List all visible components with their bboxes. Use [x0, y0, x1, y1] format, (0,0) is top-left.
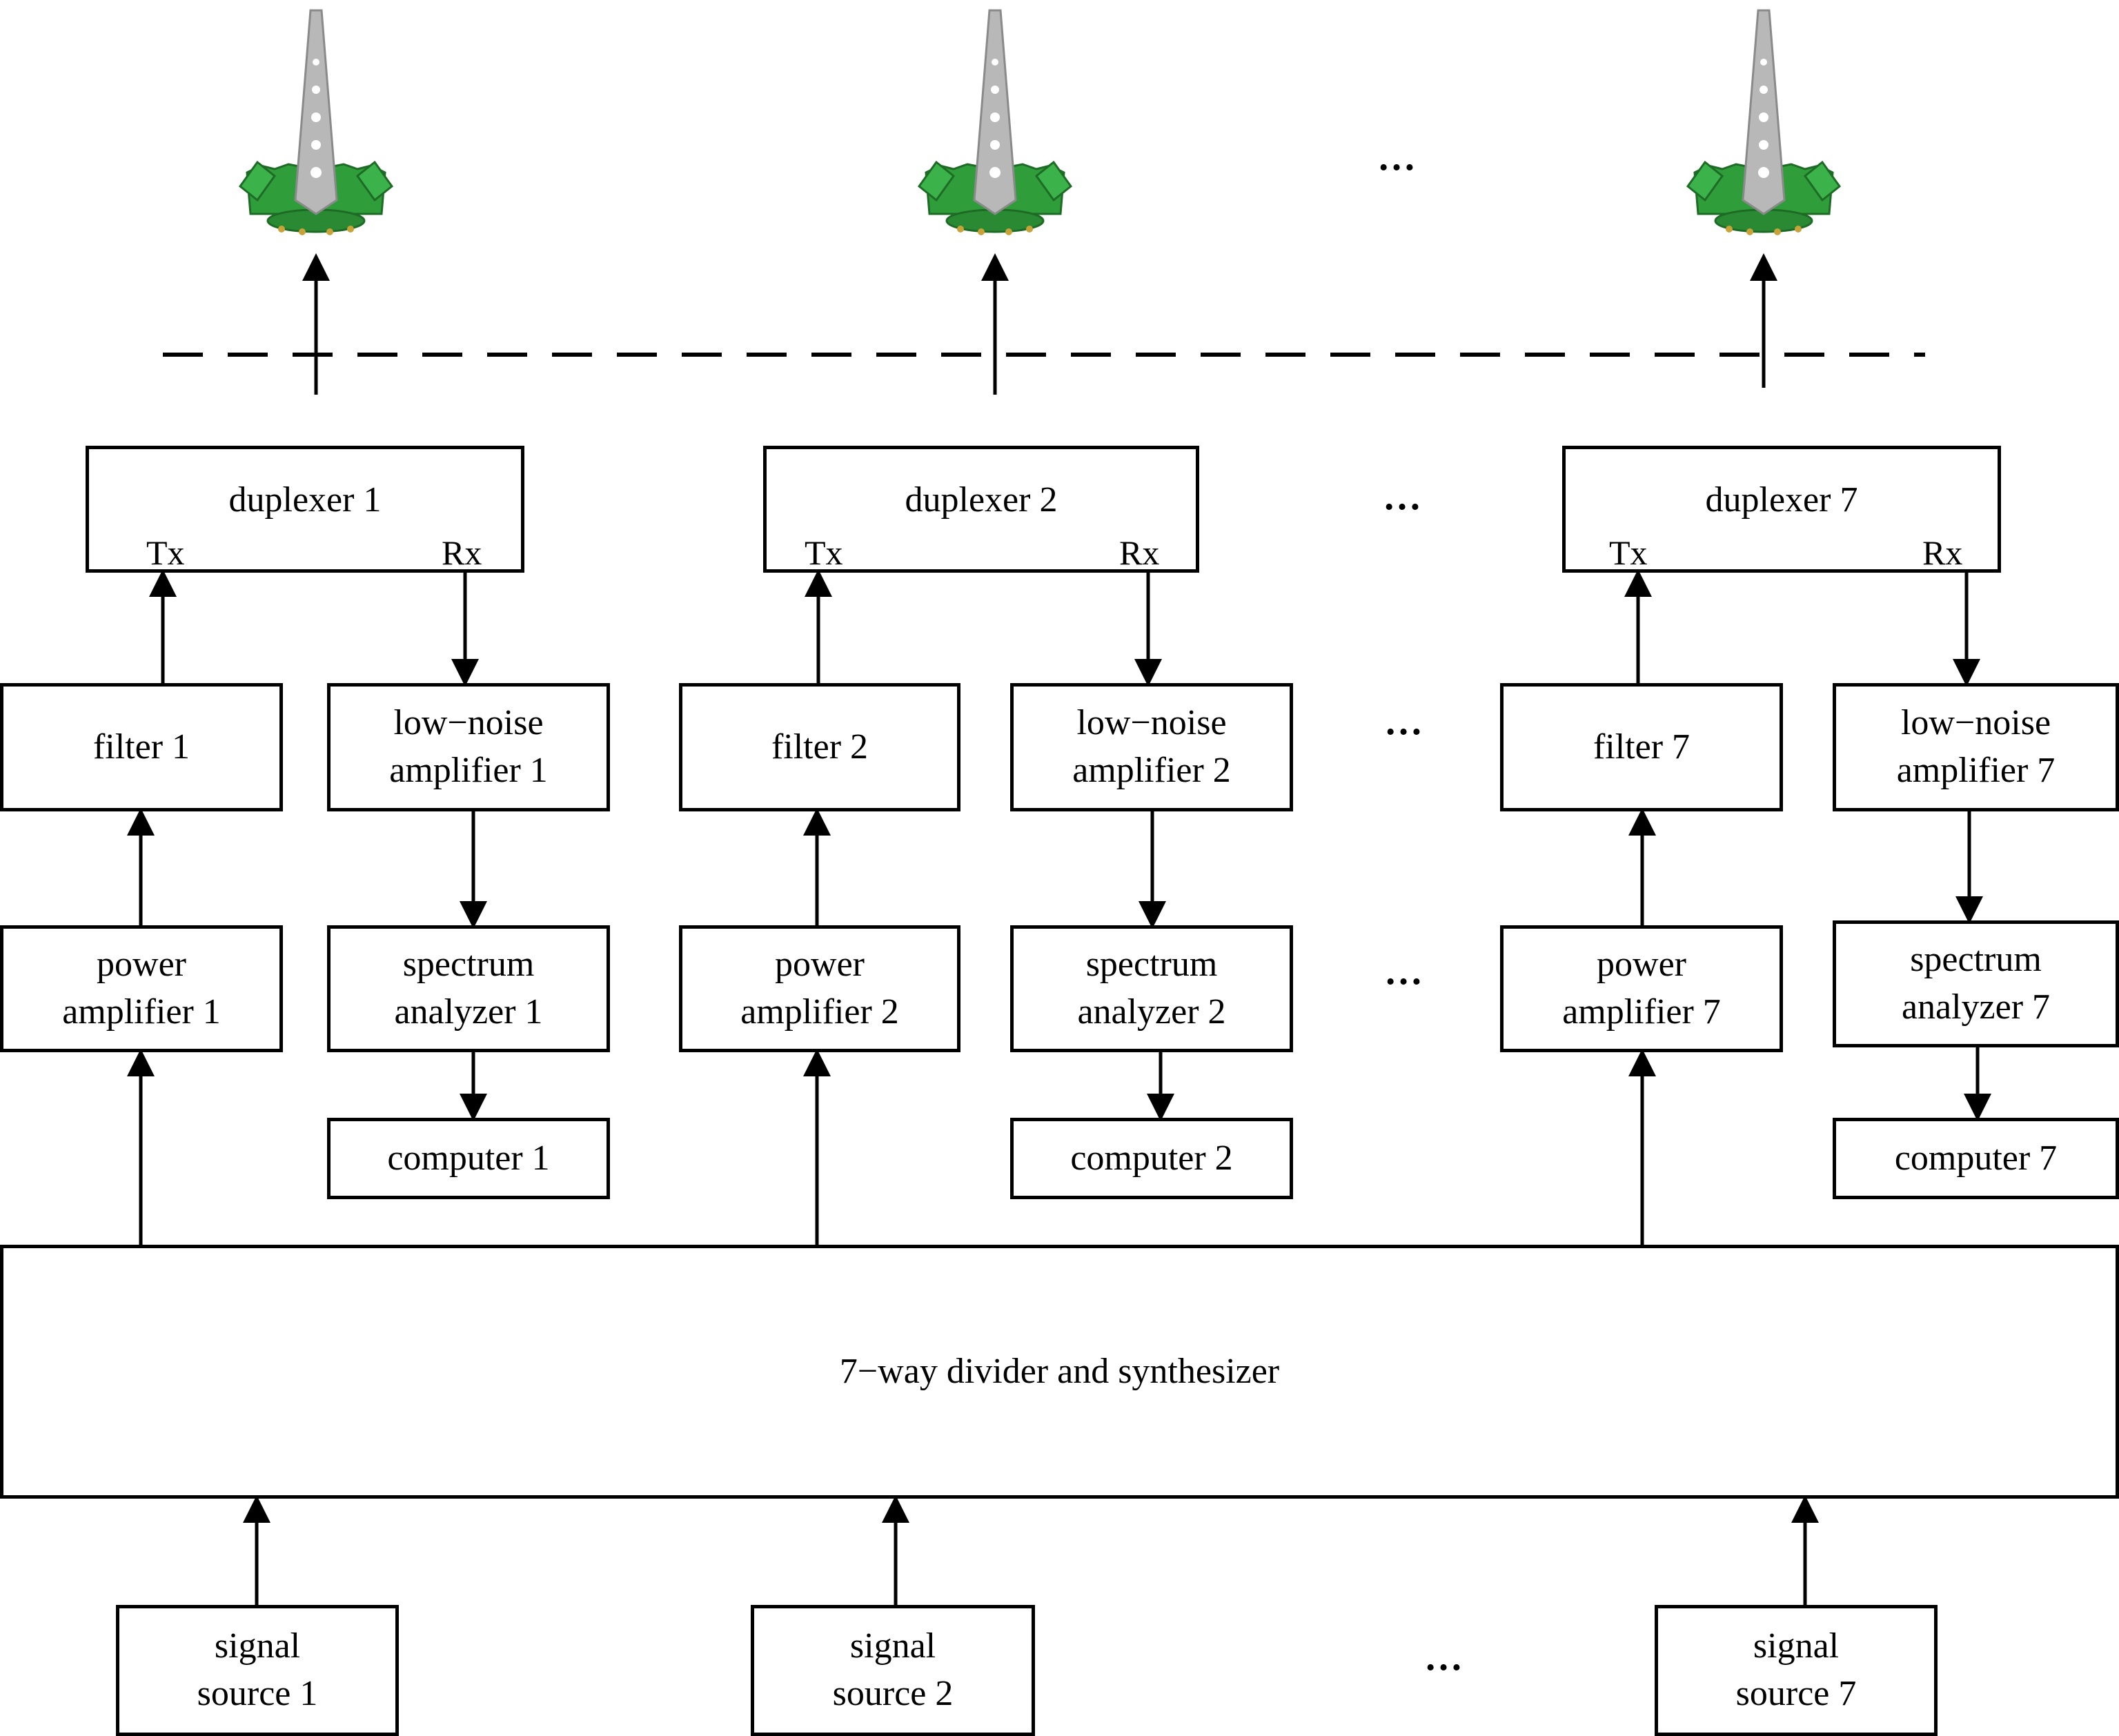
- signal-source-label: signal source 2: [832, 1626, 954, 1713]
- power-amplifier-box: power amplifier 7: [1500, 925, 1783, 1052]
- filter-box: filter 1: [0, 683, 283, 811]
- computer-label: computer 1: [387, 1138, 550, 1178]
- divider-synthesizer-box: 7−way divider and synthesizer: [0, 1245, 2119, 1499]
- low-noise-amplifier-box: low−noise amplifier 1: [327, 683, 610, 811]
- filter-label: filter 2: [771, 727, 869, 767]
- spectrum-analyzer-box: spectrum analyzer 1: [327, 925, 610, 1052]
- filter-box: filter 7: [1500, 683, 1783, 811]
- spectrum-analyzer-label: spectrum analyzer 1: [394, 945, 543, 1032]
- power-amplifier-label: power amplifier 2: [740, 945, 899, 1032]
- duplexer-box: duplexer 7: [1562, 446, 2001, 573]
- computer-box: computer 1: [327, 1118, 610, 1199]
- antenna-icon-spike: [294, 9, 338, 215]
- computer-box: computer 7: [1833, 1118, 2119, 1199]
- signal-source-box: signal source 7: [1655, 1605, 1938, 1736]
- computer-box: computer 2: [1010, 1118, 1293, 1199]
- antenna-icon: [1686, 9, 1842, 235]
- signal-source-label: signal source 7: [1735, 1626, 1857, 1713]
- power-amplifier-label: power amplifier 1: [62, 945, 221, 1032]
- low-noise-amplifier-box: low−noise amplifier 7: [1833, 683, 2119, 811]
- low-noise-amplifier-label: low−noise amplifier 7: [1896, 703, 2056, 790]
- duplexer-label: duplexer 7: [1705, 480, 1858, 520]
- ellipsis: …: [1384, 700, 1423, 743]
- antenna-icon-spike: [1742, 9, 1786, 215]
- computer-label: computer 7: [1894, 1138, 2058, 1178]
- rx-port-label: Rx: [1119, 533, 1160, 572]
- ellipsis: …: [1377, 136, 1416, 179]
- ellipsis: …: [1383, 475, 1421, 518]
- antenna-icon: [917, 9, 1073, 235]
- duplexer-box: duplexer 1: [86, 446, 524, 573]
- signal-source-label: signal source 1: [197, 1626, 318, 1713]
- duplexer-box: duplexer 2: [763, 446, 1199, 573]
- filter-label: filter 7: [1593, 727, 1691, 767]
- filter-label: filter 1: [92, 727, 190, 767]
- power-amplifier-label: power amplifier 7: [1562, 945, 1721, 1032]
- antenna-icon: [238, 9, 394, 235]
- antenna-icon-spike: [973, 9, 1017, 215]
- ellipsis: …: [1384, 950, 1423, 993]
- filter-box: filter 2: [679, 683, 960, 811]
- spectrum-analyzer-box: spectrum analyzer 2: [1010, 925, 1293, 1052]
- low-noise-amplifier-label: low−noise amplifier 2: [1072, 703, 1231, 790]
- tx-port-label: Tx: [1609, 533, 1648, 572]
- signal-source-box: signal source 2: [751, 1605, 1035, 1736]
- duplexer-label: duplexer 1: [228, 480, 382, 520]
- signal-source-box: signal source 1: [116, 1605, 399, 1736]
- spectrum-analyzer-label: spectrum analyzer 7: [1901, 940, 2051, 1027]
- low-noise-amplifier-box: low−noise amplifier 2: [1010, 683, 1293, 811]
- ellipsis: …: [1424, 1636, 1463, 1679]
- low-noise-amplifier-label: low−noise amplifier 1: [389, 703, 548, 790]
- power-amplifier-box: power amplifier 2: [679, 925, 960, 1052]
- computer-label: computer 2: [1070, 1138, 1233, 1178]
- spectrum-analyzer-label: spectrum analyzer 2: [1077, 945, 1226, 1032]
- power-amplifier-box: power amplifier 1: [0, 925, 283, 1052]
- divider-synthesizer-label: 7−way divider and synthesizer: [839, 1351, 1280, 1391]
- tx-port-label: Tx: [146, 533, 185, 572]
- rx-port-label: Rx: [1922, 533, 1963, 572]
- duplexer-label: duplexer 2: [905, 480, 1058, 520]
- rx-port-label: Rx: [442, 533, 482, 572]
- tx-port-label: Tx: [805, 533, 843, 572]
- spectrum-analyzer-box: spectrum analyzer 7: [1833, 920, 2119, 1047]
